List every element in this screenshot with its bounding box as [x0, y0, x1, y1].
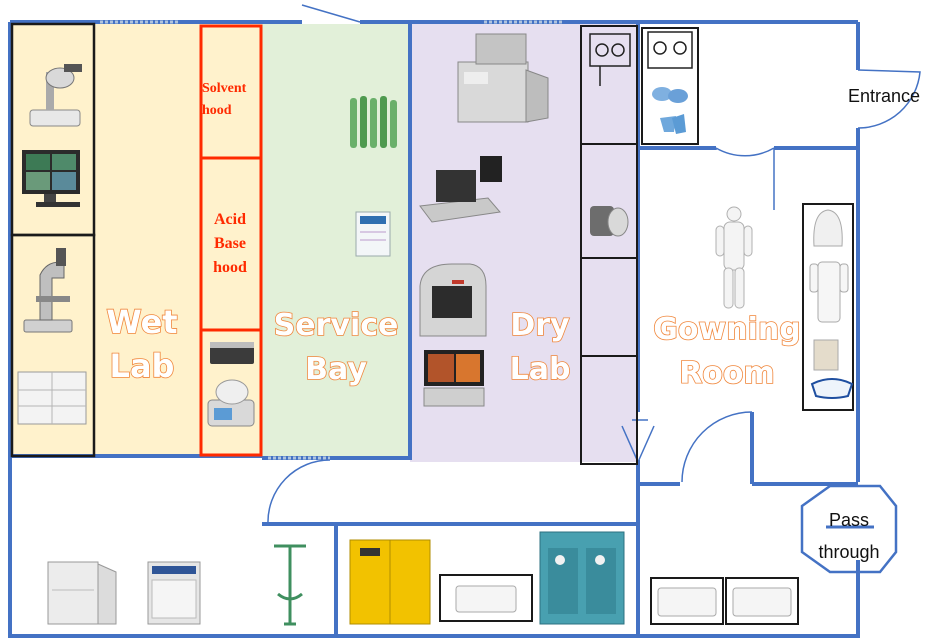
glovebox-icon — [589, 31, 693, 86]
solvent-hood-label-line2: hood — [202, 103, 232, 118]
wet-lab-label: Wet Lab — [100, 300, 184, 388]
hood-icon — [813, 209, 843, 247]
hood-outlines — [199, 24, 263, 457]
pass-through-label-line1: Pass — [828, 510, 870, 530]
wet-lab-label-line2: Lab — [109, 346, 175, 386]
profilometer-icon — [419, 263, 487, 337]
shoe-covers-icon — [652, 87, 688, 103]
gas-cylinders-icon — [350, 96, 397, 148]
service-bay-label: Service Bay — [268, 304, 404, 392]
solvent-hood-label-line1: Solvent — [202, 81, 247, 96]
probe-station-icon — [419, 156, 502, 223]
storage-boxes — [439, 574, 799, 625]
storage-bin-icon — [455, 585, 792, 617]
gowning-room-label-line1: Gowning — [652, 311, 801, 348]
pass-through-label-line2: through — [818, 542, 880, 562]
spin-coater-icon — [207, 379, 255, 427]
chiller-icon — [355, 211, 391, 257]
entrance-label: Entrance — [847, 86, 921, 106]
desiccator-cabinet-icon — [17, 371, 87, 425]
service-bay-label-line2: Bay — [304, 351, 367, 388]
solvent-hood-label: Solvent hood — [202, 78, 264, 122]
dry-lab-cabinets — [580, 25, 638, 465]
gowning-room-label-line2: Room — [678, 355, 775, 392]
service-bay-label-line1: Service — [273, 307, 399, 344]
cleanroom-suit-person-icon — [715, 206, 753, 309]
acid-base-hood-label-line2: Base — [214, 235, 246, 252]
walls — [8, 20, 860, 638]
stereo-microscope-icon — [29, 64, 82, 127]
refrigerator-icon — [47, 561, 117, 625]
lithography-tool-icon — [457, 33, 549, 123]
hot-plate-icon — [210, 342, 254, 364]
gloves-icon — [660, 114, 686, 134]
acid-cabinet-icon — [539, 531, 625, 625]
oven-icon — [147, 561, 201, 625]
wafer-carriers-icon — [590, 206, 629, 237]
acid-base-hood-label: Acid Base hood — [202, 208, 258, 280]
windows — [100, 20, 564, 460]
acid-base-hood-label-line3: hood — [213, 259, 247, 276]
pass-through-box — [800, 484, 898, 574]
gowning-shelves — [641, 27, 854, 411]
safety-goggles-icon — [810, 378, 854, 399]
compound-microscope-icon — [23, 248, 73, 333]
boot-covers-icon — [813, 339, 839, 371]
dry-lab-label-line2: Lab — [509, 351, 571, 388]
flammable-cabinet-icon — [349, 539, 431, 625]
monitor-icon — [22, 150, 80, 207]
door-swings — [267, 4, 921, 525]
acid-base-hood-label-line1: Acid — [214, 211, 246, 228]
gowning-room-label: Gowning Room — [652, 308, 802, 396]
workstation-icon — [423, 350, 485, 407]
wet-lab-label-line1: Wet — [106, 302, 179, 342]
dry-lab-label: Dry Lab — [498, 304, 582, 392]
coverall-icon — [809, 261, 849, 323]
dry-lab-label-line1: Dry — [510, 307, 571, 344]
wet-lab-cabinets — [10, 22, 96, 458]
pass-through-label: Pass through — [806, 504, 892, 568]
eyewash-station-icon — [274, 544, 306, 626]
